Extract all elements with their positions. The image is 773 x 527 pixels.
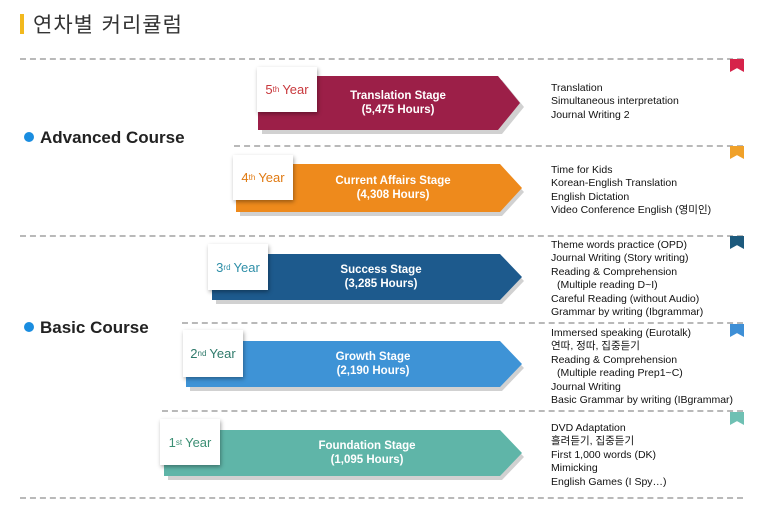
- list-item: Reading & Comprehension: [551, 353, 678, 366]
- list-item: (Multiple reading Prep1~C): [557, 367, 683, 380]
- basic-course-label: Basic Course: [24, 318, 149, 338]
- divider-basic-inner-1: [182, 322, 743, 324]
- stage-items-1: DVD Adaptation 흘려듣기, 집중듣기 First 1,000 wo…: [551, 422, 667, 489]
- list-item: Journal Writing: [551, 380, 621, 393]
- bullet-dot-icon: [24, 132, 34, 142]
- year-suffix: th: [272, 85, 280, 94]
- stage-name: Success Stage: [340, 264, 422, 276]
- list-item: Reading & Comprehension: [551, 265, 678, 278]
- list-item: Time for Kids: [551, 164, 613, 176]
- bookmark-icon: [730, 146, 744, 159]
- stage-hours: (1,095 Hours): [330, 454, 404, 466]
- list-item: Journal Writing (Story writing): [551, 252, 689, 265]
- year-word: Year: [282, 82, 309, 97]
- stage-items-3: Theme words practice (OPD) Journal Writi…: [551, 239, 703, 319]
- list-item: Simultaneous interpretation: [551, 95, 679, 108]
- list-item: Video Conference English (영미인): [551, 204, 712, 217]
- stage-hours: (2,190 Hours): [336, 365, 410, 377]
- stage-hours: (5,475 Hours): [361, 104, 435, 116]
- stage-items-5: Translation Simultaneous interpretation …: [551, 82, 679, 122]
- year-number: 3: [216, 259, 224, 275]
- list-item: Careful Reading (without Audio): [551, 292, 700, 305]
- list-item: Korean-English Translation: [551, 177, 678, 190]
- divider-middle: [20, 235, 743, 237]
- stage-hours: (3,285 Hours): [344, 278, 418, 290]
- stage-arrow-foundation: Foundation Stage (1,095 Hours): [164, 430, 522, 476]
- list-item: First 1,000 words (DK): [551, 448, 657, 461]
- year-number: 4: [241, 170, 249, 185]
- list-item: Mimicking: [551, 462, 598, 475]
- bookmark-icon: [730, 412, 744, 425]
- year-number: 5: [265, 82, 273, 97]
- list-item: Theme words practice (OPD): [551, 239, 687, 251]
- divider-bottom: [20, 497, 743, 499]
- year-word: Year: [233, 259, 260, 275]
- stage-items-4: Time for Kids Korean-English Translation…: [551, 164, 711, 218]
- stage-name: Growth Stage: [335, 351, 411, 363]
- stage-name: Translation Stage: [350, 90, 446, 102]
- list-item: Journal Writing 2: [551, 108, 630, 121]
- year-word: Year: [185, 434, 212, 450]
- list-item: Translation: [551, 82, 603, 94]
- list-item: DVD Adaptation: [551, 422, 626, 434]
- stage-name: Foundation Stage: [318, 440, 416, 452]
- advanced-course-label: Advanced Course: [24, 128, 185, 148]
- basic-course-text: Basic Course: [40, 318, 149, 337]
- list-item: Basic Grammar by writing (IBgrammar): [551, 394, 734, 407]
- list-item: English Games (I Spy…): [551, 475, 667, 488]
- list-item: Immersed speaking (Eurotalk): [551, 327, 692, 339]
- stage-items-2: Immersed speaking (Eurotalk) 연따, 정따, 집중듣…: [551, 327, 733, 407]
- stage-hours: (4,308 Hours): [356, 189, 430, 201]
- year-suffix: st: [175, 437, 183, 447]
- list-item: Grammar by writing (Ibgrammar): [551, 306, 704, 319]
- year-suffix: th: [248, 173, 256, 182]
- divider-advanced-inner: [234, 145, 743, 147]
- bookmark-icon: [730, 324, 744, 337]
- list-item: English Dictation: [551, 190, 630, 203]
- year-number: 2: [190, 346, 198, 361]
- page-title: 연차별 커리큘럼: [33, 13, 183, 37]
- title-accent-bar: [20, 14, 24, 34]
- year-word: Year: [209, 346, 236, 361]
- advanced-course-text: Advanced Course: [40, 128, 185, 147]
- year-suffix: rd: [223, 262, 231, 272]
- list-item: (Multiple reading D~I): [557, 279, 658, 292]
- bookmark-icon: [730, 59, 744, 72]
- year-number: 1: [168, 434, 176, 450]
- divider-basic-inner-2: [162, 410, 743, 412]
- divider-top: [20, 58, 743, 60]
- year-suffix: nd: [197, 349, 207, 358]
- list-item: 연따, 정따, 집중듣기: [551, 340, 640, 353]
- list-item: 흘려듣기, 집중듣기: [551, 435, 635, 448]
- year-word: Year: [258, 170, 285, 185]
- bookmark-icon: [730, 236, 744, 249]
- bullet-dot-icon: [24, 322, 34, 332]
- stage-name: Current Affairs Stage: [335, 175, 451, 187]
